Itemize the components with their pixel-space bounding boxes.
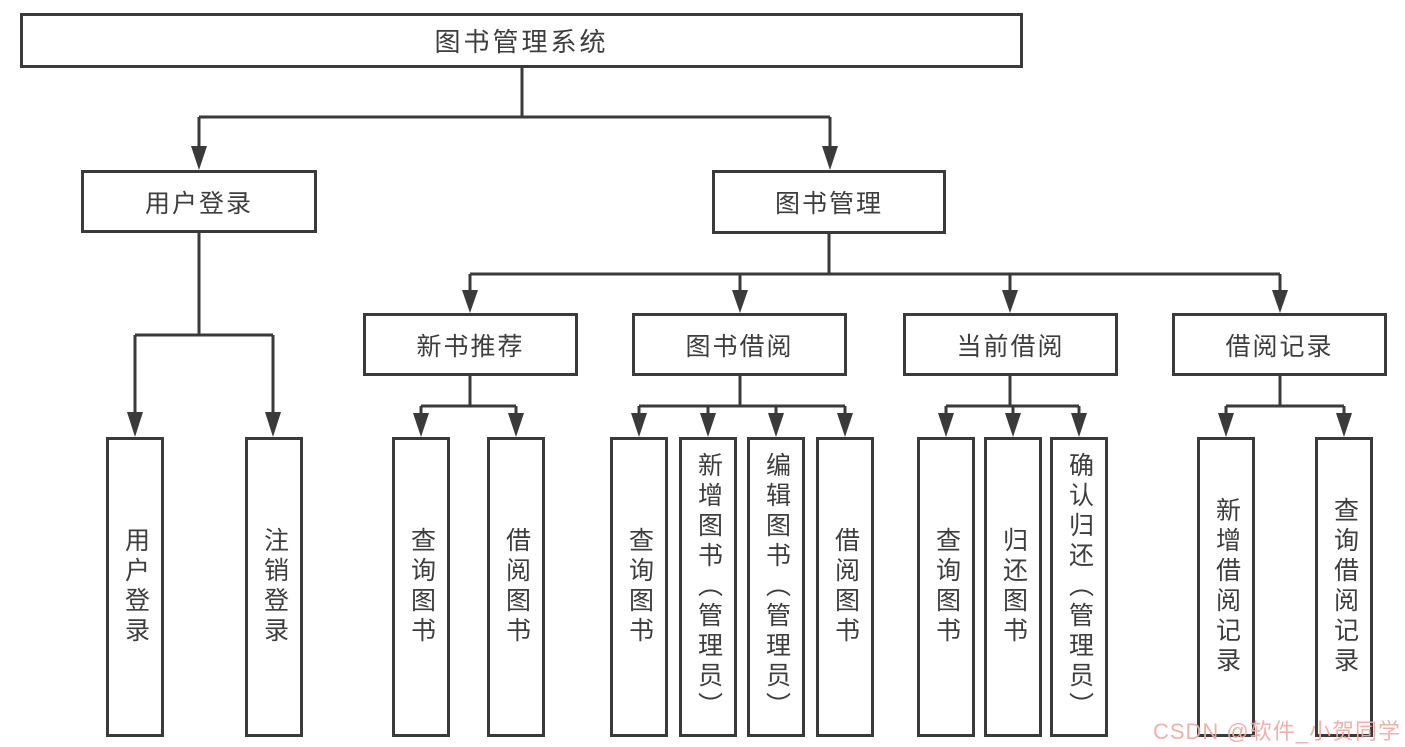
leaf-add-books-admin: 新增图书（管理员） <box>679 437 737 737</box>
leaf-add-borrow-record: 新增借阅记录 <box>1197 437 1255 737</box>
leaf-borrow-books-label: 借阅图书 <box>831 527 860 647</box>
leaf-query-books-borrowing: 查询图书 <box>610 437 668 737</box>
csdn-watermark: CSDN @软件_小贺同学 <box>1152 719 1401 744</box>
leaf-borrow-books-recommend: 借阅图书 <box>487 437 545 737</box>
node-book-management-label: 图书管理 <box>774 190 883 218</box>
node-root-system: 图书管理系统 <box>20 13 1023 68</box>
leaf-return-books: 归还图书 <box>984 437 1042 737</box>
leaf-return-books-label: 归还图书 <box>999 527 1028 647</box>
node-book-management: 图书管理 <box>712 170 946 234</box>
node-book-borrowing-label: 图书借阅 <box>685 332 794 361</box>
leaf-query-books-current-label: 查询图书 <box>932 527 961 647</box>
node-user-login-label: 用户登录 <box>144 189 253 218</box>
node-current-borrowing: 当前借阅 <box>903 313 1118 376</box>
node-new-book-recommend: 新书推荐 <box>363 313 578 376</box>
node-borrowing-records-label: 借阅记录 <box>1225 332 1334 361</box>
leaf-logout-login-label: 注销登录 <box>260 527 289 647</box>
node-book-borrowing: 图书借阅 <box>632 313 847 376</box>
leaf-logout-login: 注销登录 <box>245 437 303 737</box>
leaf-user-login: 用户登录 <box>106 437 164 737</box>
leaf-add-borrow-record-label: 新增借阅记录 <box>1212 497 1241 677</box>
leaf-query-books-current: 查询图书 <box>917 437 975 737</box>
leaf-query-books-recommend: 查询图书 <box>392 437 450 737</box>
node-user-login: 用户登录 <box>81 170 317 233</box>
node-current-borrowing-label: 当前借阅 <box>956 332 1065 361</box>
node-borrowing-records: 借阅记录 <box>1172 313 1387 376</box>
leaf-confirm-return-admin-label: 确认归还（管理员） <box>1065 452 1094 722</box>
leaf-confirm-return-admin: 确认归还（管理员） <box>1050 437 1108 737</box>
leaf-borrow-books-recommend-label: 借阅图书 <box>502 527 531 647</box>
leaf-edit-books-admin-label: 编辑图书（管理员） <box>762 452 791 722</box>
leaf-query-books-borrowing-label: 查询图书 <box>625 527 654 647</box>
leaf-query-books-recommend-label: 查询图书 <box>407 527 436 647</box>
leaf-borrow-books: 借阅图书 <box>816 437 874 737</box>
node-root-system-label: 图书管理系统 <box>434 27 609 57</box>
leaf-user-login-label: 用户登录 <box>121 527 150 647</box>
leaf-query-borrow-record-label: 查询借阅记录 <box>1330 497 1359 677</box>
leaf-query-borrow-record: 查询借阅记录 <box>1315 437 1373 737</box>
node-new-book-recommend-label: 新书推荐 <box>416 332 525 361</box>
leaf-edit-books-admin: 编辑图书（管理员） <box>747 437 805 737</box>
leaf-add-books-admin-label: 新增图书（管理员） <box>694 452 723 722</box>
